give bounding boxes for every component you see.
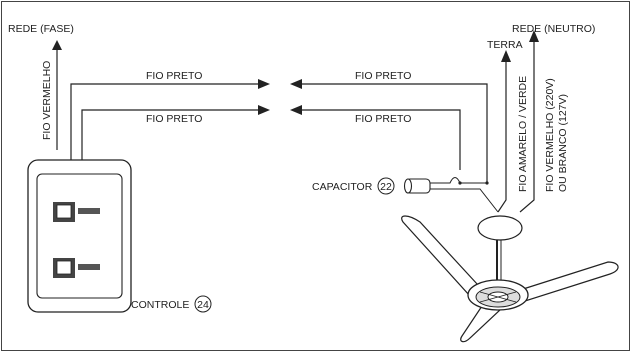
control-button-bottom[interactable] — [53, 258, 100, 278]
svg-text:24: 24 — [197, 299, 209, 311]
rede-fase-label: REDE (FASE) — [8, 23, 74, 35]
ou-branco-127-label: OU BRANCO (127V) — [557, 94, 569, 192]
terra-label: TERRA — [487, 39, 523, 51]
capacitor-icon — [403, 177, 499, 213]
left-black-wires — [70, 79, 270, 160]
ceiling-fan-icon — [401, 215, 619, 343]
capacitor-number-badge: 22 — [377, 177, 395, 195]
fio-preto-label-2: FIO PRETO — [146, 113, 202, 125]
fase-arrow — [52, 40, 62, 150]
fio-vermelho-label: FIO VERMELHO — [41, 61, 53, 140]
neutro-arrow — [519, 30, 539, 213]
capacitor-label: CAPACITOR — [312, 181, 373, 193]
fio-preto-label-4: FIO PRETO — [355, 113, 411, 125]
rede-neutro-label: REDE (NEUTRO) — [512, 23, 595, 35]
controle-label: CONTROLE — [131, 299, 189, 311]
fio-preto-label-1: FIO PRETO — [146, 70, 202, 82]
wall-control — [27, 159, 132, 313]
right-black-wires — [290, 79, 488, 183]
fio-preto-label-3: FIO PRETO — [355, 70, 411, 82]
fio-vermelho-220-label: FIO VERMELHO (220V) — [544, 78, 556, 192]
terra-arrow — [497, 50, 511, 213]
control-button-top[interactable] — [53, 202, 100, 222]
svg-text:22: 22 — [380, 181, 392, 193]
controle-number-badge: 24 — [194, 295, 212, 313]
fio-amarelo-verde-label: FIO AMARELO / VERDE — [517, 76, 529, 192]
